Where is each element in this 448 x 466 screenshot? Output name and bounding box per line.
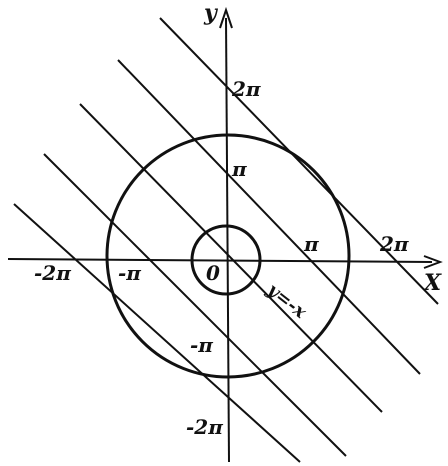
parallel-line [43,153,347,457]
x-tick-pi: π [303,232,319,256]
parallel-line [159,17,439,305]
parallel-lines [13,17,439,463]
y-tick-neg-pi: -π [190,333,213,357]
x-axis-label: X [422,270,442,296]
x-axis-arrow [423,255,443,269]
parallel-line [79,103,383,413]
line-label: y=-x [262,279,310,323]
y-axis-arrow [219,6,233,29]
y-tick-neg-2pi: -2π [186,415,223,439]
outer-circle [105,133,351,379]
parallel-line [13,203,301,463]
x-tick-neg-2pi: -2π [34,261,71,285]
inner-circle [190,224,262,296]
x-axis [7,258,433,263]
parallel-line [117,59,421,375]
y-axis [225,17,230,463]
y-tick-2pi: 2π [231,77,261,101]
x-tick-2pi: 2π [379,232,409,256]
origin-label: 0 [206,261,220,285]
y-axis-label: y [203,0,219,26]
y-tick-pi: π [231,157,247,181]
x-tick-neg-pi: -π [118,261,141,285]
